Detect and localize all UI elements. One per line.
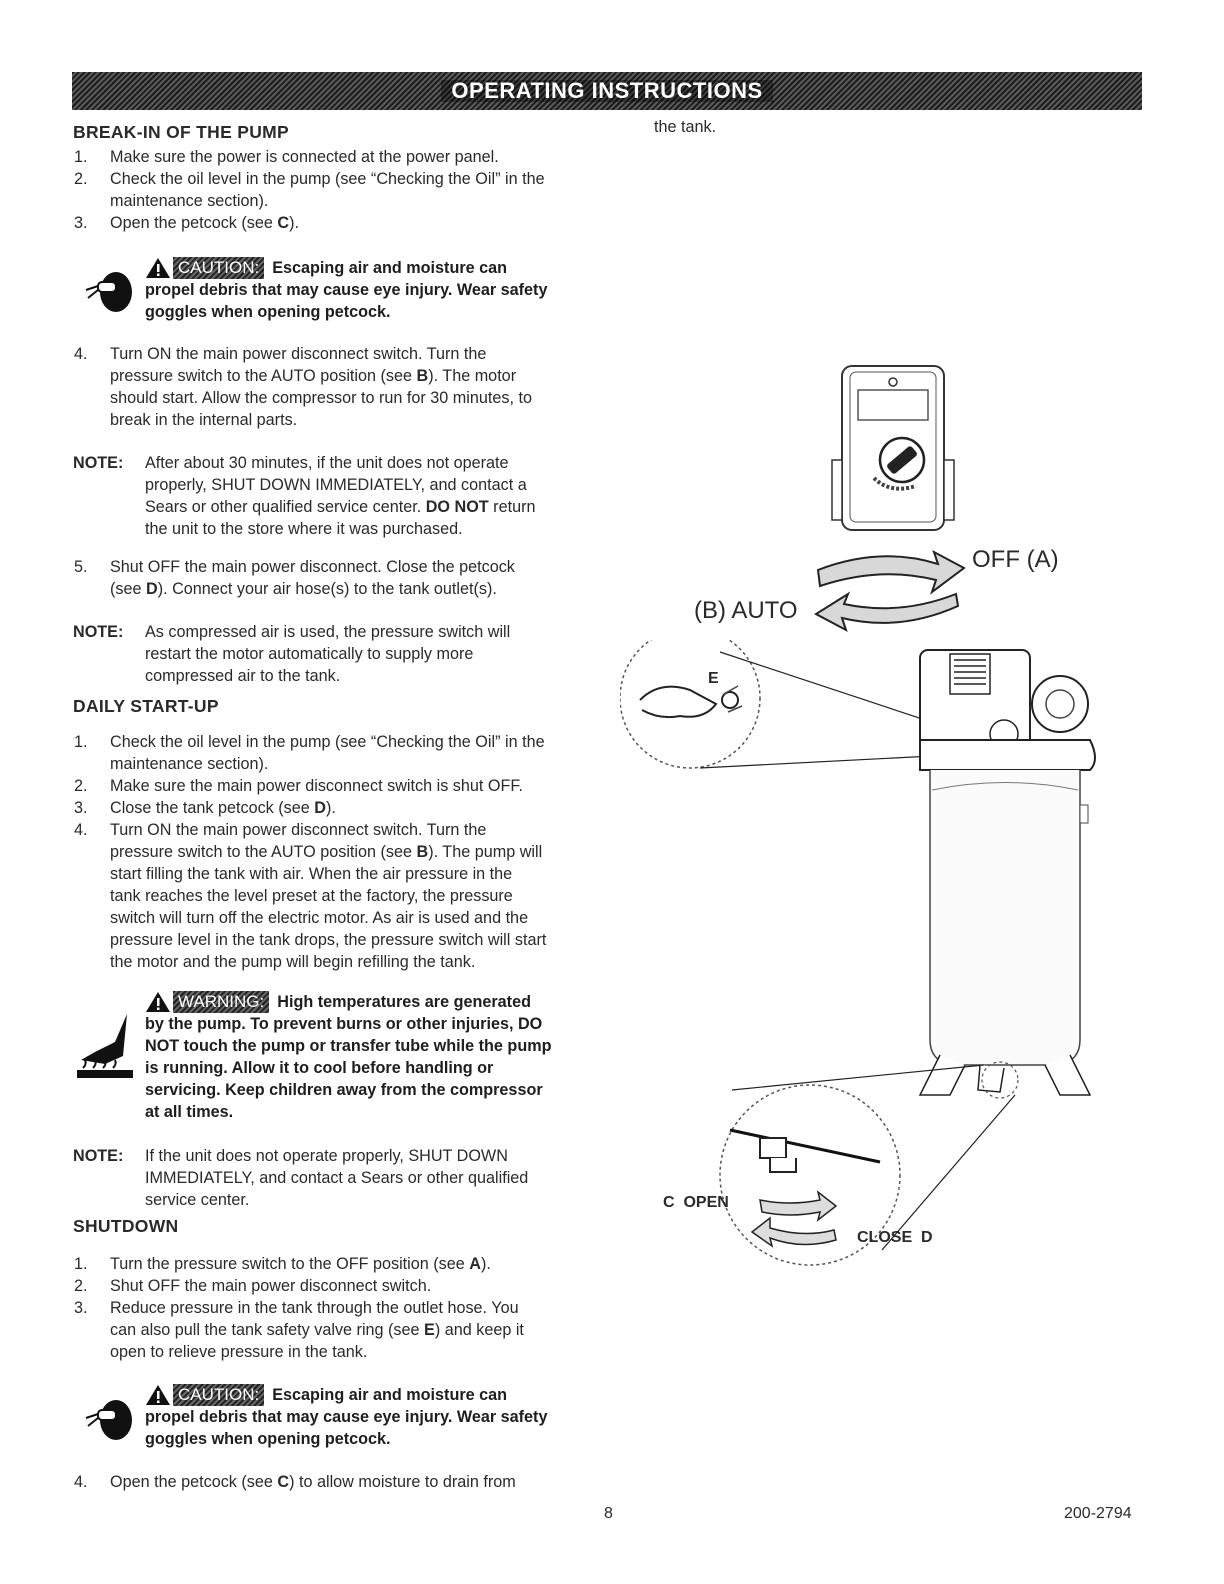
note-label: NOTE:: [73, 623, 124, 641]
note-text: After about 30 minutes, if the unit does…: [145, 454, 536, 538]
pressure-switch-illustration: [831, 365, 955, 531]
continued-text: the tank.: [654, 118, 717, 136]
section-banner: OPERATING INSTRUCTIONS: [72, 72, 1142, 110]
switch-direction-arrows: [814, 549, 966, 633]
note-label: NOTE:: [73, 454, 124, 472]
note-text: If the unit does not operate properly, S…: [145, 1147, 529, 1209]
banner-title: OPERATING INSTRUCTIONS: [441, 80, 773, 102]
off-label: OFF (A): [972, 546, 1059, 573]
warning-triangle-icon: [146, 992, 170, 1012]
warning-alert: WARNING:High temperatures are generated …: [145, 991, 552, 1121]
auto-label: (B) AUTO: [694, 597, 798, 624]
close-label: CLOSE D: [857, 1229, 933, 1246]
warning-triangle-icon: [146, 1385, 170, 1405]
caution-alert: CAUTION:Escaping air and moisture can pr…: [145, 257, 548, 321]
warning-triangle-icon: [146, 258, 170, 278]
caution-label: CAUTION:: [173, 257, 265, 279]
note-text: As compressed air is used, the pressure …: [145, 623, 511, 685]
hot-surface-icon: [77, 1014, 133, 1078]
safety-goggles-icon: [85, 272, 132, 312]
shutdown-heading: SHUTDOWN: [73, 1216, 179, 1236]
break-in-heading: BREAK-IN OF THE PUMP: [73, 122, 289, 142]
safety-goggles-icon: [85, 1400, 132, 1440]
page-number: 8: [604, 1505, 613, 1522]
e-label: E: [708, 670, 719, 687]
compressor-illustration: [620, 640, 1096, 1266]
caution-label: CAUTION:: [173, 1384, 265, 1406]
open-label: C OPEN: [663, 1194, 729, 1211]
caution-alert: CAUTION:Escaping air and moisture can pr…: [145, 1384, 548, 1448]
warning-label: WARNING:: [173, 991, 270, 1013]
daily-startup-heading: DAILY START-UP: [73, 696, 219, 716]
document-number: 200-2794: [1064, 1505, 1132, 1522]
note-label: NOTE:: [73, 1147, 124, 1165]
